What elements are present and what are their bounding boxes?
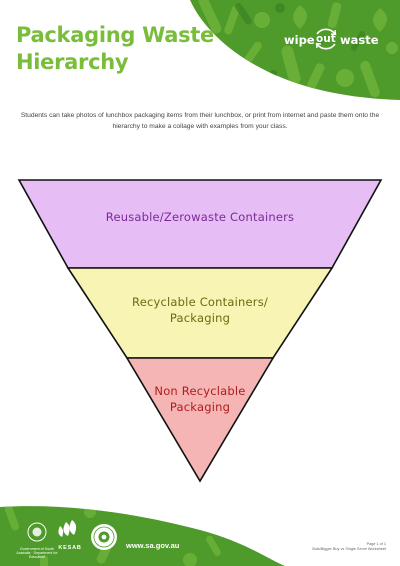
title-line-2: Hierarchy bbox=[16, 50, 129, 74]
tier-reusable-label: Reusable/Zerowaste Containers bbox=[60, 209, 340, 225]
page-caption-text: Bulk/Bigger Buy vs Single Serve Workshee… bbox=[312, 547, 386, 551]
page-title: Packaging Waste Hierarchy bbox=[16, 22, 214, 76]
sa-government-seal-icon bbox=[27, 522, 47, 542]
tier2-line-2: Packaging bbox=[169, 311, 231, 325]
logo-word-out: out bbox=[316, 33, 336, 45]
wipe-out-waste-logo: wipe out waste bbox=[284, 28, 384, 52]
kesab-label: KESAB bbox=[58, 545, 82, 551]
page-number-text: Page 1 of 1 bbox=[366, 542, 386, 546]
environmental-badge-icon bbox=[91, 524, 117, 550]
tier-non-recyclable-label: Non Recyclable Packaging bbox=[140, 383, 260, 415]
kesab-leaf-icon bbox=[58, 520, 77, 537]
logo-word-waste: waste bbox=[340, 33, 379, 47]
tier-non-recyclable bbox=[125, 357, 275, 483]
logo-word-wipe: wipe bbox=[284, 33, 315, 47]
tier-recyclable-label: Recyclable Containers/ Packaging bbox=[90, 294, 310, 326]
tier3-line-2: Packaging bbox=[169, 400, 231, 414]
header-leaf-pattern bbox=[190, 0, 400, 100]
intro-paragraph: Students can take photos of lunchbox pac… bbox=[20, 112, 380, 130]
tier1-text: Reusable/Zerowaste Containers bbox=[105, 210, 295, 224]
website-link[interactable]: www.sa.gov.au bbox=[126, 541, 180, 550]
government-seal-text: Government of South Australia · Departme… bbox=[16, 547, 58, 559]
tier2-line-1: Recyclable Containers/ bbox=[132, 295, 268, 309]
title-line-1: Packaging Waste bbox=[16, 23, 214, 47]
page-number: Page 1 of 1 Bulk/Bigger Buy vs Single Se… bbox=[312, 542, 386, 552]
recycle-ring-icon bbox=[315, 28, 337, 50]
tier3-line-1: Non Recyclable bbox=[154, 384, 246, 398]
